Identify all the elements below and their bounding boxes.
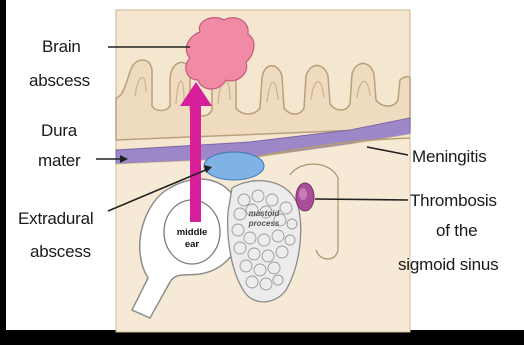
label-ear: ear	[164, 239, 220, 250]
label-dura: Dura	[41, 120, 77, 141]
label-brain: Brain	[42, 36, 81, 57]
label-sigmoid-sinus: sigmoid sinus	[398, 254, 498, 275]
label-extradural-abscess: abscess	[30, 241, 91, 262]
label-middle: middle	[164, 227, 220, 238]
label-mastoid: mastoid	[236, 209, 292, 218]
thrombosis-highlight	[299, 188, 307, 200]
label-meningitis: Meningitis	[412, 146, 487, 167]
label-thrombosis: Thrombosis	[410, 190, 497, 211]
label-mater: mater	[38, 150, 80, 171]
label-abscess: abscess	[29, 70, 90, 91]
label-process: process	[236, 219, 292, 228]
spread-arrow-shaft	[190, 104, 201, 222]
label-of-the: of the	[436, 220, 477, 241]
extradural-abscess-blob	[204, 152, 264, 180]
label-extradural: Extradural	[18, 208, 93, 229]
